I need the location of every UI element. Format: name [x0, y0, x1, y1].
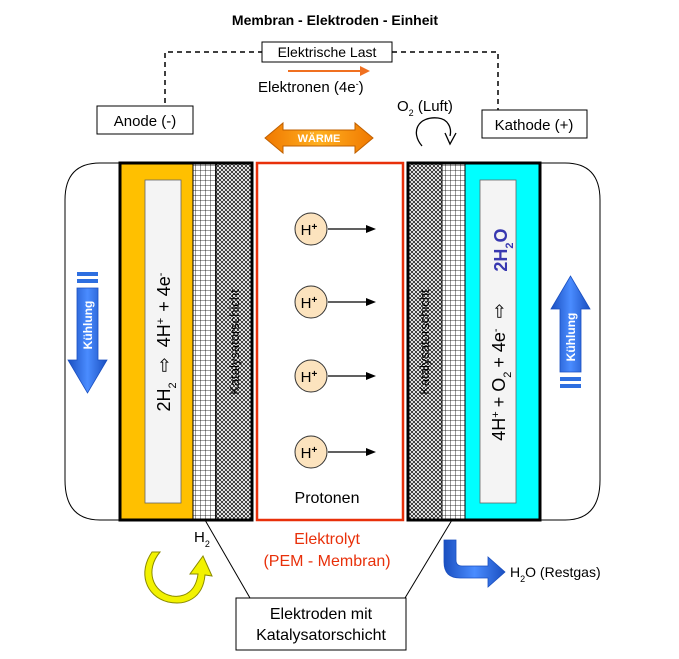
svg-text:H+: H+ [301, 369, 318, 387]
cathode-label: Kathode (+) [495, 117, 574, 134]
anode-label: Anode (-) [114, 113, 177, 130]
water-exhaust-arrow [443, 539, 506, 588]
cathode-catalyst-layer [408, 163, 442, 520]
electrodes-box [235, 597, 407, 651]
cooling-label-left: Kühlung [81, 301, 95, 350]
anode-reaction: 2H2⇨4H++ 4e- [154, 272, 179, 411]
heat-double-arrow [264, 121, 374, 155]
oxygen-inflow-arrow [415, 117, 457, 147]
cathode-assembly-frame [406, 161, 542, 522]
load-box [261, 41, 393, 63]
hydrogen-label: H2 [194, 529, 210, 549]
proton-3: H+ [294, 359, 376, 393]
protons-label: Protonen [295, 490, 360, 507]
diagram-title: Membran - Elektroden - Einheit [232, 12, 438, 28]
cell-housing [64, 162, 601, 521]
anode-reaction-panel [144, 179, 182, 504]
cooling-label-right: Kühlung [564, 313, 578, 362]
water-exhaust-label: H2O (Restgas) [510, 564, 601, 584]
anode-assembly-frame [118, 161, 254, 522]
anode-catalyst-label: Katalysatorschicht [227, 289, 242, 395]
anode-diffusion-layer [193, 163, 216, 520]
membrane [255, 161, 405, 522]
proton-1: H+ [294, 212, 376, 246]
external-circuit-wire [164, 51, 499, 110]
electron-flow-arrow [288, 66, 370, 76]
svg-text:H+: H+ [301, 445, 318, 463]
anode-box [96, 105, 194, 135]
heat-label: WÄRME [298, 132, 341, 145]
svg-text:H+: H+ [301, 295, 318, 313]
electrolyte-label-line1: Elektrolyt [294, 531, 360, 548]
cathode-reaction: 4H++ O2+ 4e-⇨ [489, 303, 514, 440]
cathode-diffusion-layer [442, 163, 465, 520]
water-product: 2H2O [491, 228, 516, 271]
oxygen-label: O2 (Luft) [397, 98, 453, 118]
proton-2: H+ [294, 285, 376, 319]
cathode-catalyst-label: Katalysatorschicht [417, 289, 432, 395]
proton-4: H+ [294, 435, 376, 469]
svg-text:H+: H+ [301, 222, 318, 240]
cooling-arrow-left [67, 272, 108, 394]
electrons-label: Elektronen (4e-) [258, 79, 364, 96]
electrodes-line2: Katalysatorschicht [256, 627, 386, 644]
hydrogen-inflow-arrow [144, 551, 213, 604]
anode-catalyst-layer [216, 163, 252, 520]
electrolyte-label-line2: (PEM - Membran) [263, 553, 390, 570]
load-label: Elektrische Last [278, 44, 377, 60]
electrodes-leader-lines [204, 519, 453, 599]
cooling-arrow-right [550, 275, 591, 388]
cathode-reaction-panel [479, 179, 517, 504]
electrodes-line1: Elektroden mit [270, 606, 373, 623]
cathode-box [481, 109, 588, 139]
